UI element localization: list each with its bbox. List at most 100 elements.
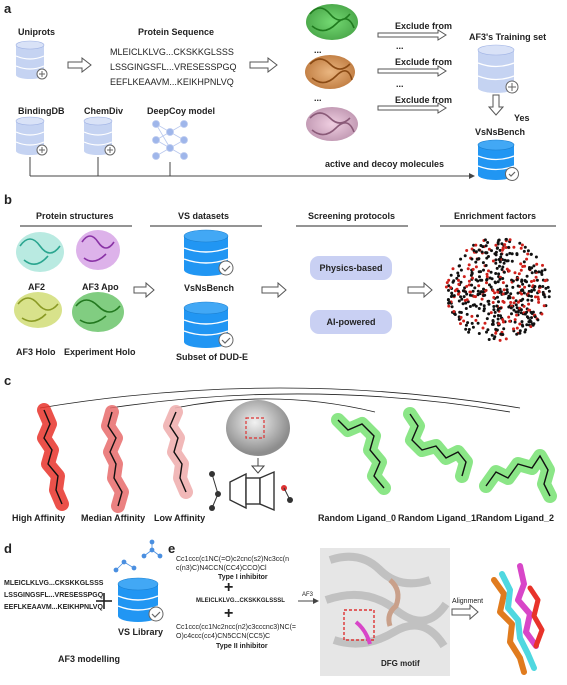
ef-dot — [539, 271, 543, 274]
ef-dot — [493, 280, 497, 284]
panel-label-b: b — [4, 192, 12, 207]
header-vs-datasets: VS datasets — [178, 211, 230, 221]
dfg-motif-label: DFG motif — [381, 659, 420, 668]
ef-dot — [482, 304, 486, 308]
ef-dot — [461, 289, 465, 293]
ef-dot — [481, 326, 485, 330]
ef-dot — [479, 270, 483, 274]
ef-dot — [477, 307, 481, 310]
ef-dot — [494, 327, 498, 331]
ef-dot — [535, 278, 539, 282]
ef-dot — [470, 283, 474, 287]
e-seq-label: MLEICLKLVG...CKSKKGLSSSL — [196, 598, 285, 604]
ef-dot — [526, 298, 530, 302]
seq-line-1: MLEICLKLVG...CKSKKGLSSS — [110, 47, 234, 57]
ef-dot — [498, 264, 501, 268]
panel-label-e: e — [168, 541, 176, 556]
d-seq-line-2: LSSGINGSFL...VRESESSPGQ — [4, 592, 104, 599]
vsnsbench-label-b: VsNsBench — [184, 283, 235, 293]
ef-dot — [459, 268, 463, 272]
vsnsbench-db-icon-b — [183, 229, 234, 276]
af3-training-set-label: AF3's Training set — [469, 32, 547, 42]
ef-dot — [493, 310, 497, 314]
ef-dot — [534, 295, 537, 299]
ef-dot — [518, 331, 522, 335]
ef-dot — [515, 326, 519, 330]
ef-dot — [501, 277, 505, 280]
ef-dot — [498, 248, 502, 252]
ef-dot — [496, 314, 500, 317]
ef-dot — [447, 304, 451, 308]
ef-dot — [468, 293, 472, 297]
ef-dot — [509, 292, 513, 296]
ef-dot — [484, 244, 488, 248]
protein-sequence-title: Protein Sequence — [138, 27, 215, 37]
uniprots-label: Uniprots — [18, 27, 55, 37]
ef-dot — [525, 323, 529, 327]
ef-dot — [450, 291, 454, 295]
ef-dot — [468, 305, 472, 308]
smiles1-line1: Cc1ccc(c1NC(=O)c2cnc(s2)Nc3cc(n — [176, 556, 289, 563]
ef-dot — [519, 262, 523, 266]
vsnsbench-db-icon-a — [477, 139, 519, 181]
ef-dot — [465, 298, 469, 302]
ef-dot — [503, 258, 507, 262]
type1-label: Type I inhibitor — [218, 574, 268, 581]
ef-dot — [518, 329, 522, 333]
protein-green-icon — [306, 4, 358, 40]
label-random-ligand-1: Random Ligand_1 — [398, 513, 477, 523]
structure-experiment-holo-icon — [72, 292, 124, 332]
ef-dot — [515, 306, 519, 310]
ef-dot — [501, 320, 505, 324]
ef-dot — [474, 260, 478, 264]
ef-dot — [517, 272, 521, 276]
ef-dot — [500, 248, 504, 252]
ef-dot — [451, 280, 455, 284]
ef-dot — [516, 284, 520, 288]
ef-dot — [514, 310, 518, 314]
exclude-from-2: Exclude from — [395, 57, 453, 67]
hollow-arrow-alignment — [451, 603, 479, 621]
ef-dot — [496, 308, 500, 312]
ef-dot — [497, 322, 501, 326]
ef-dot — [485, 317, 489, 321]
ef-dot — [537, 270, 541, 274]
ef-dot — [537, 290, 541, 294]
ef-dot — [529, 252, 533, 256]
ef-dot — [527, 294, 531, 298]
header-protein-structures: Protein structures — [36, 211, 114, 221]
ef-dot — [510, 252, 514, 256]
ef-dot — [523, 330, 527, 334]
type2-label: Type II inhibitor — [216, 643, 268, 650]
ef-dot — [485, 272, 489, 276]
ef-dot — [456, 292, 460, 296]
ef-dot — [459, 322, 462, 326]
ef-dot — [504, 337, 508, 341]
ef-dot — [518, 322, 522, 326]
ef-dot — [519, 299, 523, 303]
ef-dot — [501, 246, 505, 250]
ef-dot — [494, 243, 498, 247]
ef-dot — [510, 259, 514, 263]
ef-dot — [480, 250, 484, 254]
ef-dot — [521, 265, 525, 268]
ef-dot — [490, 333, 494, 337]
ef-dot — [522, 249, 526, 253]
ef-dot — [483, 321, 487, 325]
ef-dot — [470, 257, 474, 261]
ef-dot — [474, 250, 478, 254]
ef-dot — [504, 246, 508, 249]
ef-dot — [455, 276, 459, 280]
ef-dot — [498, 338, 502, 342]
ef-dot — [527, 289, 531, 293]
ef-dot — [510, 312, 513, 316]
ef-dot — [534, 255, 538, 259]
random-ligand-0 — [331, 413, 391, 495]
ef-dot — [493, 252, 497, 256]
ef-dot — [497, 272, 501, 276]
ef-dot — [486, 328, 490, 332]
ef-dot — [475, 257, 479, 261]
active-decoy-label: active and decoy molecules — [325, 159, 445, 169]
ef-dot — [485, 256, 489, 260]
chemdiv-db-icon — [83, 116, 116, 156]
